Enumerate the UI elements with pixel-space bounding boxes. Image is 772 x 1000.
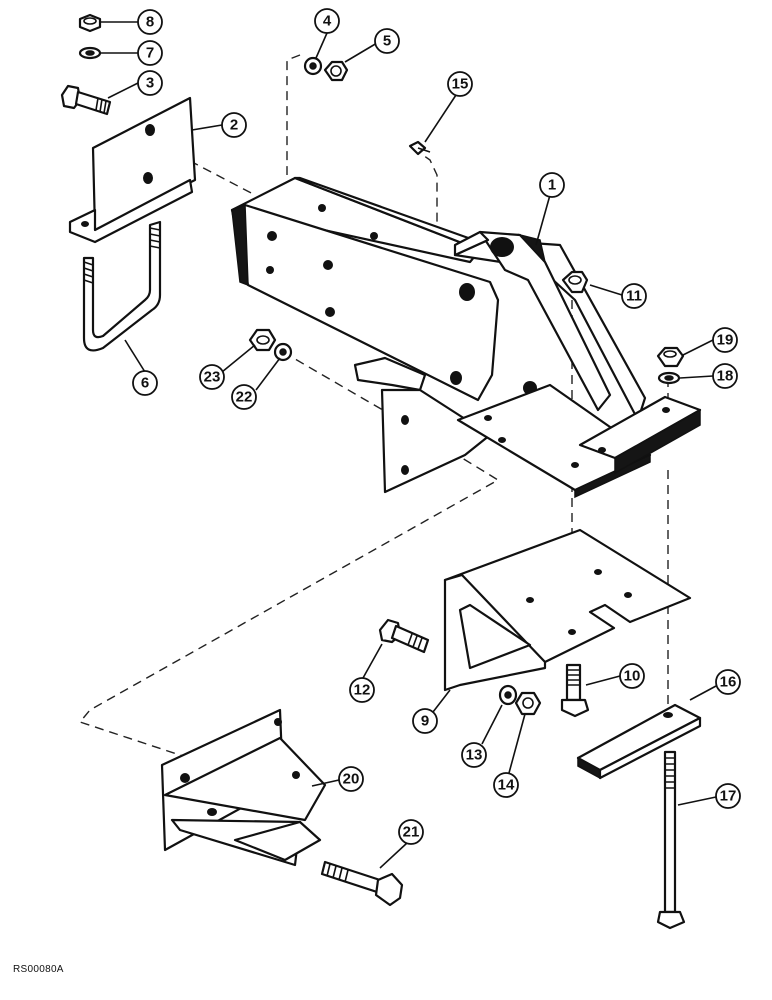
mounting-bracket-2: [68, 96, 197, 244]
callout-17: 17: [715, 783, 741, 809]
svg-text:19: 19: [717, 332, 734, 349]
svg-text:20: 20: [343, 771, 360, 788]
support-bracket-9: [443, 528, 692, 692]
svg-text:12: 12: [354, 682, 371, 699]
callout-2: 2: [221, 112, 247, 138]
hex-nut-5: [323, 60, 349, 82]
svg-text:17: 17: [720, 788, 737, 805]
hex-nut-19: [656, 346, 685, 368]
svg-text:5: 5: [383, 33, 391, 50]
callout-21: 21: [398, 819, 424, 845]
callout-16: 16: [715, 669, 741, 695]
callout-5: 5: [374, 28, 400, 54]
callout-12: 12: [349, 677, 375, 703]
callout-20: 20: [338, 766, 364, 792]
callout-19: 19: [712, 327, 738, 353]
lock-washer-18: [657, 371, 681, 385]
callout-9: 9: [412, 708, 438, 734]
angle-bracket-20: [160, 708, 327, 867]
callout-1: 1: [539, 172, 565, 198]
svg-text:7: 7: [146, 45, 154, 62]
callout-18: 18: [712, 363, 738, 389]
callout-4: 4: [314, 8, 340, 34]
bolt-10: [560, 663, 590, 718]
svg-text:10: 10: [624, 668, 641, 685]
svg-text:18: 18: [717, 368, 734, 385]
callout-22: 22: [231, 384, 257, 410]
screw-15: [408, 140, 431, 156]
svg-text:11: 11: [626, 288, 642, 305]
svg-text:14: 14: [498, 777, 515, 794]
long-bolt-17: [656, 750, 686, 930]
callout-7: 7: [137, 40, 163, 66]
u-bolt-6: [82, 220, 162, 352]
main-frame-1: [230, 176, 702, 499]
svg-text:8: 8: [146, 14, 154, 31]
lock-washer-7: [78, 46, 102, 60]
svg-text:6: 6: [141, 375, 149, 392]
bolt-3: [60, 84, 112, 116]
lock-washer-4: [303, 56, 323, 76]
svg-text:9: 9: [421, 713, 429, 730]
callout-10: 10: [619, 663, 645, 689]
hex-nut-11: [561, 270, 589, 294]
svg-text:1: 1: [548, 177, 556, 194]
svg-text:23: 23: [204, 369, 221, 386]
clamp-plate-16: [576, 703, 702, 780]
callout-14: 14: [493, 772, 519, 798]
callout-6: 6: [132, 370, 158, 396]
hex-nut-23: [248, 328, 277, 352]
bolt-21: [320, 860, 404, 907]
callout-3: 3: [137, 70, 163, 96]
svg-text:22: 22: [236, 389, 253, 406]
svg-text:4: 4: [323, 13, 332, 30]
svg-text:2: 2: [230, 117, 238, 134]
hex-nut-8: [78, 13, 102, 33]
svg-text:16: 16: [720, 674, 737, 691]
hex-nut-14: [514, 691, 542, 716]
svg-text:15: 15: [452, 76, 469, 93]
callout-15: 15: [447, 71, 473, 97]
drawing-reference-code: RS00080A: [13, 964, 64, 975]
callout-11: 11: [621, 283, 647, 309]
lock-washer-13: [498, 684, 518, 706]
callout-13: 13: [461, 742, 487, 768]
bolt-12: [378, 618, 430, 654]
lock-washer-22: [273, 342, 293, 362]
callout-23: 23: [199, 364, 225, 390]
callout-8: 8: [137, 9, 163, 35]
callout-leaders: [100, 21, 717, 869]
svg-text:13: 13: [466, 747, 483, 764]
svg-text:3: 3: [146, 75, 154, 92]
svg-text:21: 21: [403, 824, 420, 841]
callouts: 8 7 3 2 4 5 6 15 1 11 19 18 23 22 10 12 …: [132, 8, 741, 845]
